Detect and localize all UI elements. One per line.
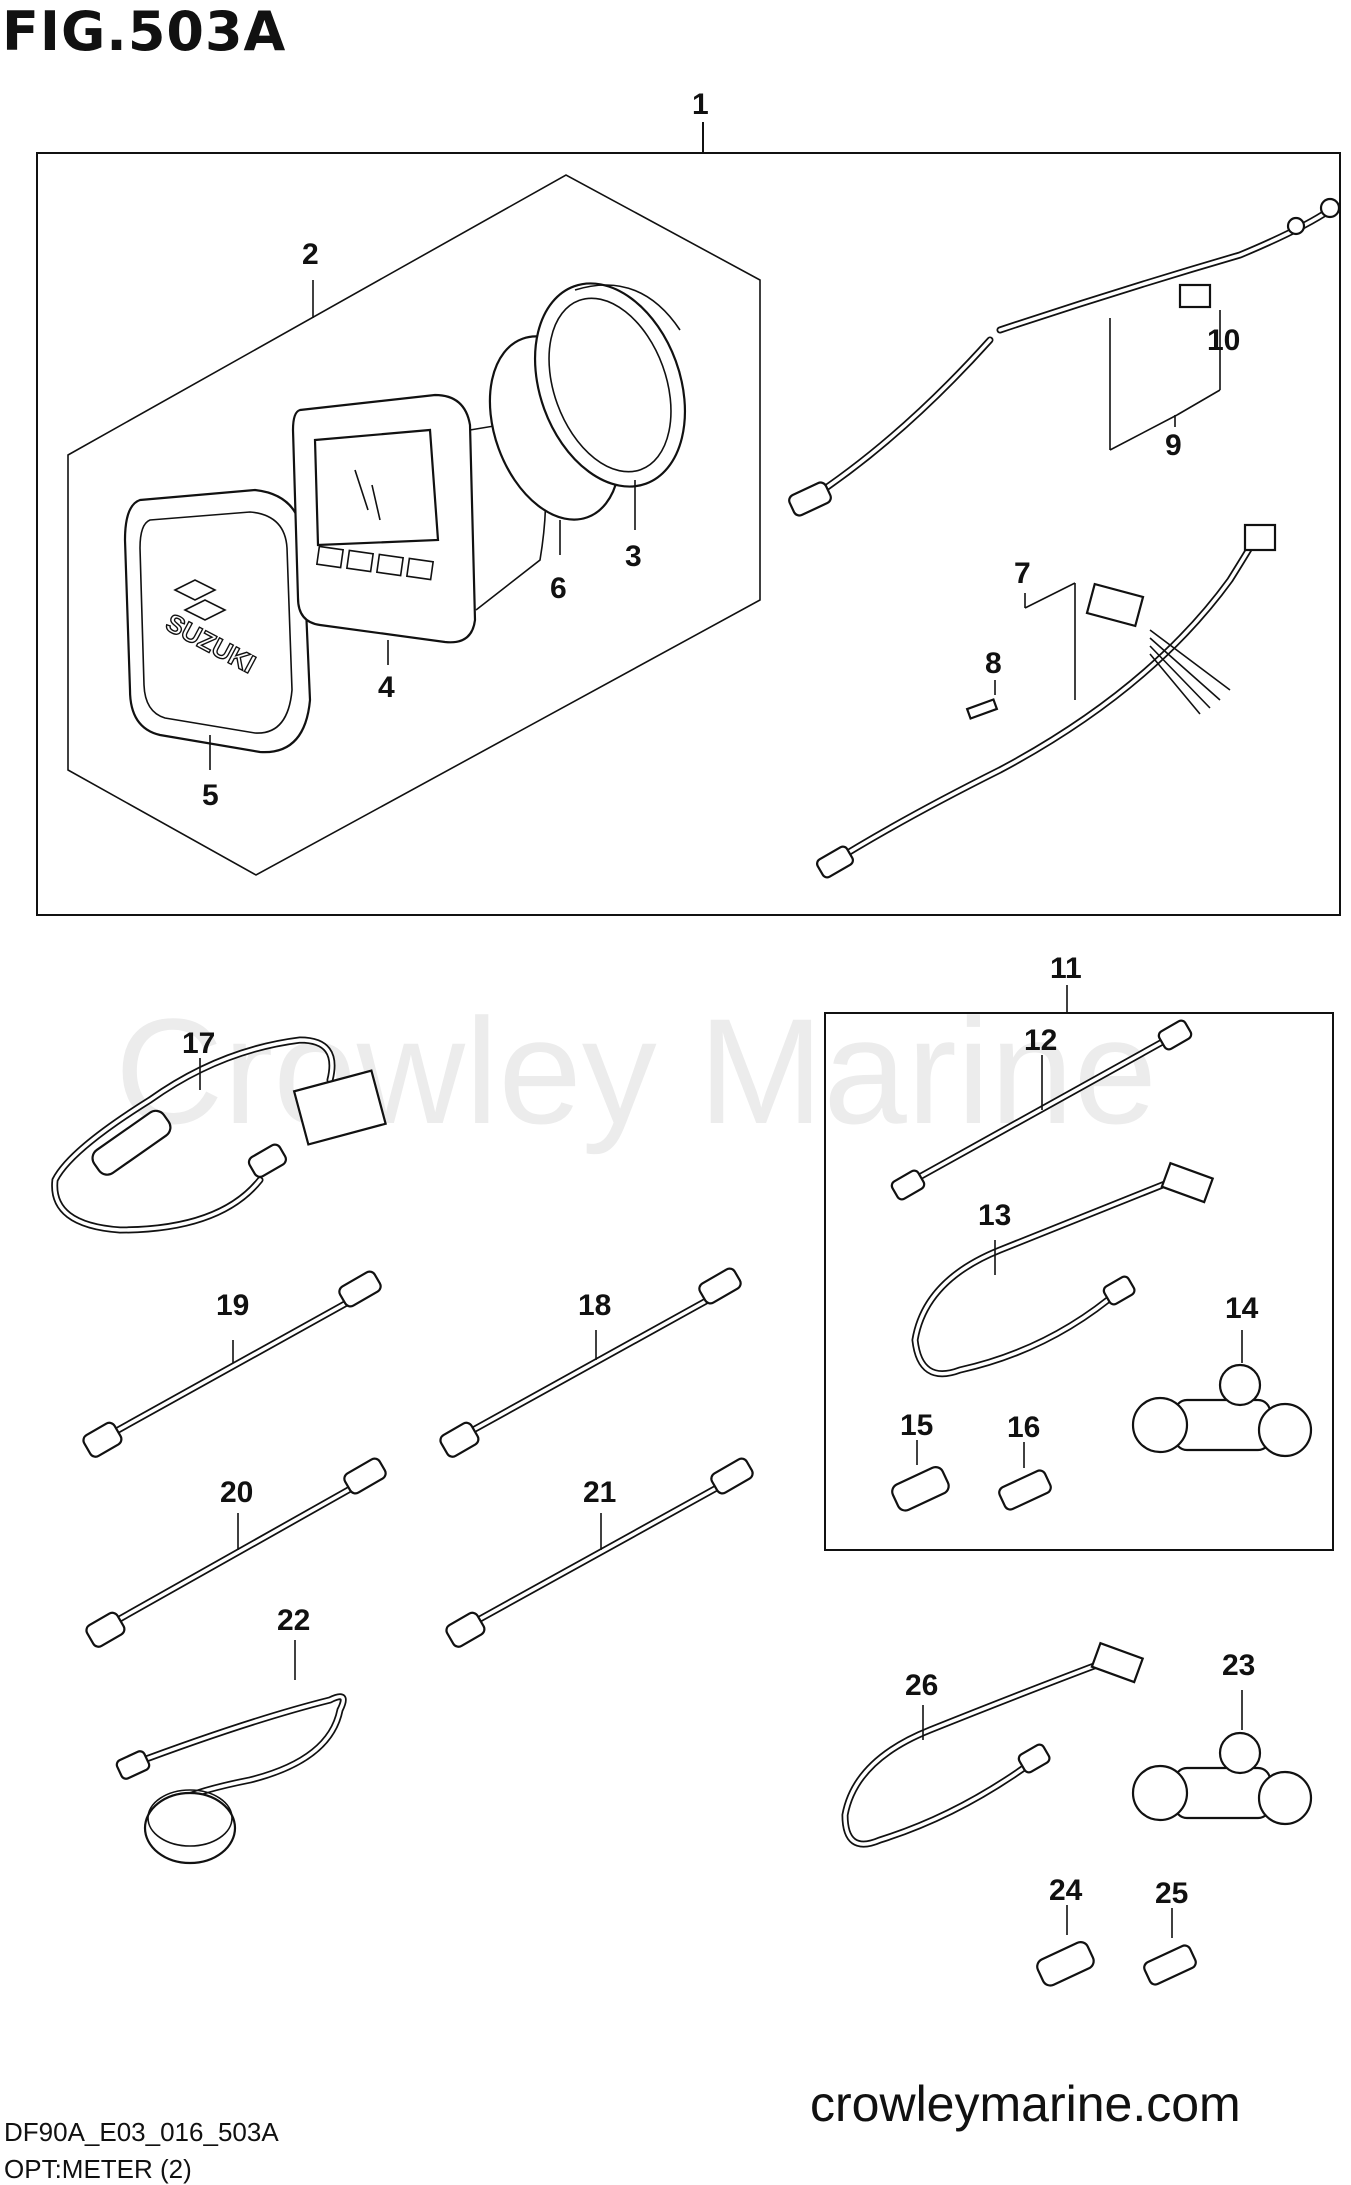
callout-25: 25: [1155, 1877, 1188, 1910]
t-connector-14: [1131, 1363, 1313, 1458]
nmea-kit-frame: [824, 1012, 1334, 1551]
terminator-24: [1036, 1941, 1095, 1987]
backbone-cable-12: [890, 1019, 1193, 1201]
power-cable-26: [841, 1641, 1145, 1848]
gps-antenna-22: [115, 1693, 347, 1865]
power-harness: [788, 197, 1341, 517]
callout-9: 9: [1165, 429, 1182, 462]
callout-3: 3: [625, 540, 642, 573]
callout-21: 21: [583, 1476, 616, 1509]
callout-18: 18: [578, 1289, 611, 1322]
terminator-16: [998, 1469, 1052, 1511]
callout-10: 10: [1207, 324, 1240, 357]
callout-4: 4: [378, 671, 395, 704]
callout-12: 12: [1024, 1024, 1057, 1057]
terminator-25: [1143, 1944, 1197, 1986]
drop-cable-21: [445, 1457, 754, 1648]
callout-2: 2: [302, 238, 319, 271]
website-url: crowleymarine.com: [810, 2076, 1241, 2132]
footer-caption: OPT:METER (2): [4, 2154, 192, 2184]
figure-title: FIG.503A: [2, 0, 287, 63]
power-cable-13: [911, 1161, 1215, 1378]
callout-16: 16: [1007, 1411, 1040, 1444]
callout-24: 24: [1049, 1874, 1083, 1907]
drop-cable-20: [85, 1457, 387, 1648]
callout-23: 23: [1222, 1649, 1255, 1682]
drop-cable-19: [82, 1270, 382, 1458]
callout-6: 6: [550, 572, 567, 605]
callout-17: 17: [182, 1027, 215, 1060]
callout-26: 26: [905, 1669, 938, 1702]
callout-11: 11: [1050, 952, 1082, 985]
callout-7: 7: [1014, 557, 1031, 590]
callout-5: 5: [202, 779, 219, 812]
signal-harness: [816, 523, 1277, 879]
watermark: Crowley Marine: [115, 987, 1157, 1155]
assembly-1-frame: [36, 152, 1341, 916]
drop-cable-18: [439, 1267, 742, 1458]
mounting-nut: [533, 282, 687, 488]
multi-function-gauge: [291, 393, 547, 644]
gauge-kit-box: [67, 174, 761, 876]
callout-19: 19: [216, 1289, 249, 1322]
terminator-15: [891, 1466, 950, 1512]
callout-1: 1: [692, 88, 709, 121]
sensor-cable-17: [51, 1036, 387, 1234]
footer-code: DF90A_E03_016_503A: [4, 2117, 279, 2147]
callout-14: 14: [1225, 1292, 1259, 1325]
callout-15: 15: [900, 1409, 933, 1442]
callout-22: 22: [277, 1604, 310, 1637]
callout-13: 13: [978, 1199, 1011, 1232]
callout-8: 8: [985, 647, 1002, 680]
callout-20: 20: [220, 1476, 253, 1509]
bezel-cover: SUZUKI: [123, 488, 312, 754]
t-connector-23: [1131, 1731, 1313, 1826]
